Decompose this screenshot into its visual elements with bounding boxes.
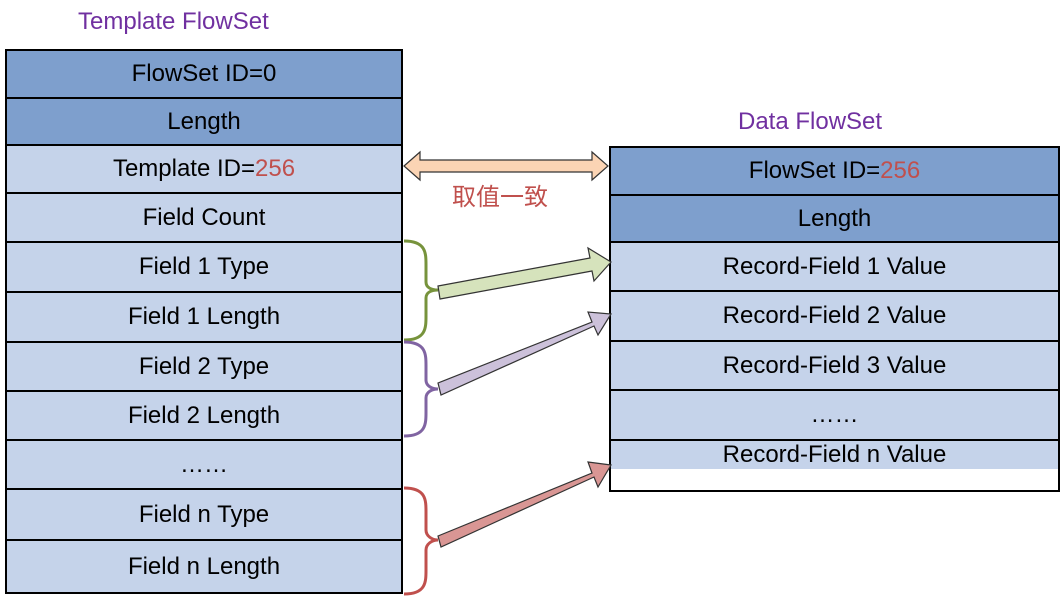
field-n-length-row: Field n Length — [7, 541, 401, 592]
record-field-1-label: Record-Field 1 Value — [722, 252, 947, 280]
data-flowset-title: Data FlowSet — [738, 108, 883, 135]
field-n-type-row: Field n Type — [7, 490, 401, 541]
connector-label: 取值一致 — [452, 183, 548, 211]
template-flowset-id-row: FlowSet ID=0 — [7, 51, 401, 99]
template-flowset-table: FlowSet ID=0 Length Template ID=256 Fiel… — [5, 49, 403, 594]
field-1-length-label: Field 1 Length — [127, 303, 281, 330]
field-2-type-row: Field 2 Type — [7, 343, 401, 392]
field-2-length-row: Field 2 Length — [7, 392, 401, 441]
field-1-type-label: Field 1 Type — [138, 253, 270, 280]
field-n-length-label: Field n Length — [127, 552, 281, 580]
field-2-type-label: Field 2 Type — [138, 352, 270, 380]
data-flowset-id-row: FlowSet ID=256 — [611, 148, 1058, 196]
data-ellipsis-label: …… — [810, 401, 859, 428]
record-field-2-row: Record-Field 2 Value — [611, 292, 1058, 342]
record-field-2-label: Record-Field 2 Value — [722, 302, 947, 329]
template-ellipsis-label: …… — [180, 450, 228, 478]
data-length-row: Length — [611, 196, 1058, 243]
template-flowset-id-label: FlowSet ID=0 — [131, 60, 277, 87]
template-length-label: Length — [167, 107, 241, 135]
field-n-type-label: Field n Type — [138, 500, 270, 528]
template-ellipsis-row: …… — [7, 441, 401, 490]
data-length-label: Length — [797, 204, 872, 232]
data-flowset-id-value: 256 — [880, 157, 921, 184]
field-n-brace — [403, 486, 439, 596]
record-field-1-row: Record-Field 1 Value — [611, 243, 1058, 292]
field-count-row: Field Count — [7, 194, 401, 243]
data-flowset-table: FlowSet ID=256 Length Record-Field 1 Val… — [609, 146, 1060, 492]
field-1-arrow — [437, 246, 612, 300]
field-n-arrow — [437, 461, 612, 548]
record-field-3-row: Record-Field 3 Value — [611, 342, 1058, 391]
template-length-row: Length — [7, 99, 401, 146]
template-id-value: 256 — [255, 155, 296, 182]
data-flowset-id-label: FlowSet ID= — [748, 157, 881, 184]
field-1-type-row: Field 1 Type — [7, 243, 401, 293]
record-field-3-label: Record-Field 3 Value — [722, 351, 947, 379]
template-id-label: Template ID= — [112, 155, 256, 182]
template-flowset-title: Template FlowSet — [78, 8, 269, 35]
template-id-row: Template ID=256 — [7, 146, 401, 194]
field-count-label: Field Count — [142, 203, 266, 231]
record-field-n-label: Record-Field n Value — [722, 441, 947, 468]
data-ellipsis-row: …… — [611, 391, 1058, 441]
field-2-brace — [403, 340, 439, 438]
record-field-n-row: Record-Field n Value — [611, 441, 1058, 469]
field-2-length-label: Field 2 Length — [127, 401, 281, 429]
field-2-arrow — [437, 311, 613, 396]
field-1-brace — [403, 239, 439, 342]
template-id-match-arrow — [403, 150, 609, 182]
field-1-length-row: Field 1 Length — [7, 293, 401, 343]
